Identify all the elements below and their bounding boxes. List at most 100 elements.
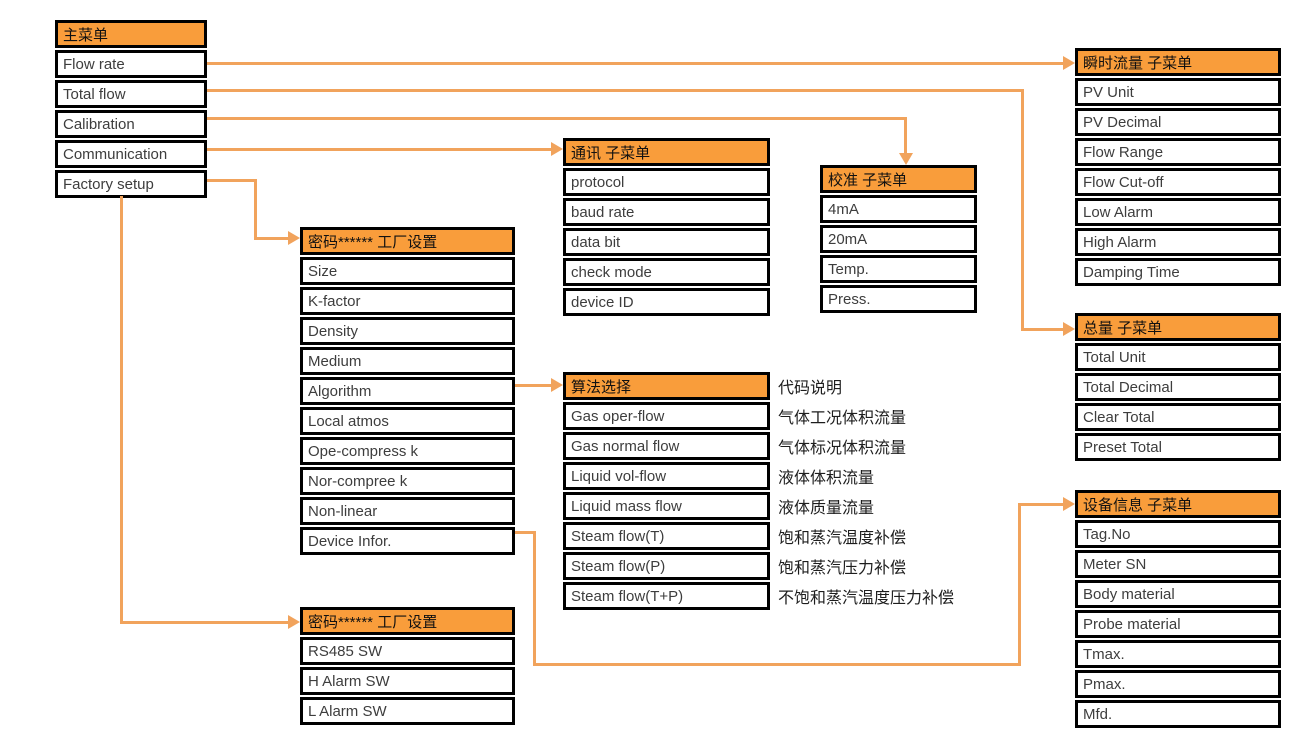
- menu-calibration-header: 校准 子菜单: [820, 165, 977, 193]
- menu-item-h-alarm-sw: H Alarm SW: [300, 667, 515, 695]
- menu-item-preset-total: Preset Total: [1075, 433, 1281, 461]
- menu-item-rs485-sw: RS485 SW: [300, 637, 515, 665]
- menu-device-info-header: 设备信息 子菜单: [1075, 490, 1281, 518]
- connector-device-info-line-v1: [533, 531, 536, 666]
- menu-total-flow: 总量 子菜单 Total Unit Total Decimal Clear To…: [1075, 313, 1281, 461]
- menu-factory-setup: 密码****** 工厂设置 Size K-factor Density Medi…: [300, 227, 515, 555]
- menu-main-header: 主菜单: [55, 20, 207, 48]
- menu-communication-header: 通讯 子菜单: [563, 138, 770, 166]
- connector-device-info-line-h1: [515, 531, 536, 534]
- menu-item-pv-decimal: PV Decimal: [1075, 108, 1281, 136]
- menu-item-liquid-vol-flow: Liquid vol-flow: [563, 462, 770, 490]
- menu-item-factory-setup: Factory setup: [55, 170, 207, 198]
- menu-factory-setup-sw: 密码****** 工厂设置 RS485 SW H Alarm SW L Alar…: [300, 607, 515, 725]
- menu-item-meter-sn: Meter SN: [1075, 550, 1281, 578]
- menu-item-steam-flow-tp: Steam flow(T+P): [563, 582, 770, 610]
- menu-item-data-bit: data bit: [563, 228, 770, 256]
- menu-item-tag-no: Tag.No: [1075, 520, 1281, 548]
- menu-item-gas-oper-flow: Gas oper-flow: [563, 402, 770, 430]
- arrow-right-icon: [1063, 56, 1075, 70]
- connector-device-info-line-h3: [1018, 503, 1063, 506]
- menu-item-low-alarm: Low Alarm: [1075, 198, 1281, 226]
- menu-item-total-decimal: Total Decimal: [1075, 373, 1281, 401]
- menu-item-total-flow: Total flow: [55, 80, 207, 108]
- desc-liquid-mass-flow: 液体质量流量: [778, 500, 875, 517]
- connector-factory-sw-line-h: [120, 621, 288, 624]
- menu-item-tmax: Tmax.: [1075, 640, 1281, 668]
- desc-title: 代码说明: [778, 380, 843, 397]
- connector-algorithm-line: [515, 384, 551, 387]
- desc-gas-normal-flow: 气体标况体积流量: [778, 440, 907, 457]
- menu-main: 主菜单 Flow rate Total flow Calibration Com…: [55, 20, 207, 198]
- connector-total-flow-line-v: [1021, 89, 1024, 331]
- menu-factory-setup-header: 密码****** 工厂设置: [300, 227, 515, 255]
- desc-steam-flow-tp: 不饱和蒸汽温度压力补偿: [778, 590, 955, 607]
- connector-communication-line: [207, 148, 551, 151]
- connector-factory-line-h1: [207, 179, 257, 182]
- menu-item-4ma: 4mA: [820, 195, 977, 223]
- menu-instant-flow-header: 瞬时流量 子菜单: [1075, 48, 1281, 76]
- arrow-right-icon: [288, 615, 300, 629]
- menu-item-liquid-mass-flow: Liquid mass flow: [563, 492, 770, 520]
- connector-total-flow-line-h2: [1021, 328, 1063, 331]
- menu-item-temp: Temp.: [820, 255, 977, 283]
- menu-item-device-id: device ID: [563, 288, 770, 316]
- menu-item-calibration: Calibration: [55, 110, 207, 138]
- desc-steam-flow-p: 饱和蒸汽压力补偿: [778, 560, 907, 577]
- menu-item-k-factor: K-factor: [300, 287, 515, 315]
- connector-total-flow-line-h1: [207, 89, 1024, 92]
- menu-calibration: 校准 子菜单 4mA 20mA Temp. Press.: [820, 165, 977, 313]
- menu-communication: 通讯 子菜单 protocol baud rate data bit check…: [563, 138, 770, 316]
- menu-item-mfd: Mfd.: [1075, 700, 1281, 728]
- menu-item-non-linear: Non-linear: [300, 497, 515, 525]
- arrow-right-icon: [1063, 497, 1075, 511]
- menu-item-flow-range: Flow Range: [1075, 138, 1281, 166]
- arrow-right-icon: [551, 142, 563, 156]
- menu-item-clear-total: Clear Total: [1075, 403, 1281, 431]
- menu-item-probe-material: Probe material: [1075, 610, 1281, 638]
- connector-device-info-line-h2: [533, 663, 1021, 666]
- connector-calibration-line-h: [207, 117, 907, 120]
- menu-item-press: Press.: [820, 285, 977, 313]
- desc-steam-flow-t: 饱和蒸汽温度补偿: [778, 530, 907, 547]
- connector-factory-sw-line-v: [120, 196, 123, 624]
- menu-item-ope-compress-k: Ope-compress k: [300, 437, 515, 465]
- menu-item-total-unit: Total Unit: [1075, 343, 1281, 371]
- menu-item-flow-cutoff: Flow Cut-off: [1075, 168, 1281, 196]
- menu-item-steam-flow-p: Steam flow(P): [563, 552, 770, 580]
- menu-algorithm: 算法选择 Gas oper-flow Gas normal flow Liqui…: [563, 372, 770, 610]
- menu-item-device-infor: Device Infor.: [300, 527, 515, 555]
- menu-item-pmax: Pmax.: [1075, 670, 1281, 698]
- menu-device-info: 设备信息 子菜单 Tag.No Meter SN Body material P…: [1075, 490, 1281, 728]
- menu-item-baud-rate: baud rate: [563, 198, 770, 226]
- menu-item-high-alarm: High Alarm: [1075, 228, 1281, 256]
- menu-item-nor-compree-k: Nor-compree k: [300, 467, 515, 495]
- menu-factory-setup-sw-header: 密码****** 工厂设置: [300, 607, 515, 635]
- menu-item-l-alarm-sw: L Alarm SW: [300, 697, 515, 725]
- menu-item-medium: Medium: [300, 347, 515, 375]
- menu-item-size: Size: [300, 257, 515, 285]
- desc-gas-oper-flow: 气体工况体积流量: [778, 410, 907, 427]
- connector-calibration-line-v: [904, 117, 907, 153]
- connector-factory-line-v: [254, 179, 257, 240]
- arrow-right-icon: [551, 378, 563, 392]
- menu-item-pv-unit: PV Unit: [1075, 78, 1281, 106]
- menu-item-body-material: Body material: [1075, 580, 1281, 608]
- menu-item-density: Density: [300, 317, 515, 345]
- desc-liquid-vol-flow: 液体体积流量: [778, 470, 875, 487]
- menu-item-damping-time: Damping Time: [1075, 258, 1281, 286]
- connector-device-info-line-v2: [1018, 503, 1021, 666]
- menu-item-communication: Communication: [55, 140, 207, 168]
- menu-instant-flow: 瞬时流量 子菜单 PV Unit PV Decimal Flow Range F…: [1075, 48, 1281, 286]
- menu-item-20ma: 20mA: [820, 225, 977, 253]
- menu-item-local-atmos: Local atmos: [300, 407, 515, 435]
- arrow-right-icon: [1063, 322, 1075, 336]
- menu-item-protocol: protocol: [563, 168, 770, 196]
- algorithm-descriptions: 代码说明 气体工况体积流量 气体标况体积流量 液体体积流量 液体质量流量 饱和蒸…: [778, 372, 954, 610]
- menu-item-gas-normal-flow: Gas normal flow: [563, 432, 770, 460]
- menu-algorithm-header: 算法选择: [563, 372, 770, 400]
- menu-item-algorithm: Algorithm: [300, 377, 515, 405]
- menu-item-flow-rate: Flow rate: [55, 50, 207, 78]
- connector-factory-line-h2: [254, 237, 288, 240]
